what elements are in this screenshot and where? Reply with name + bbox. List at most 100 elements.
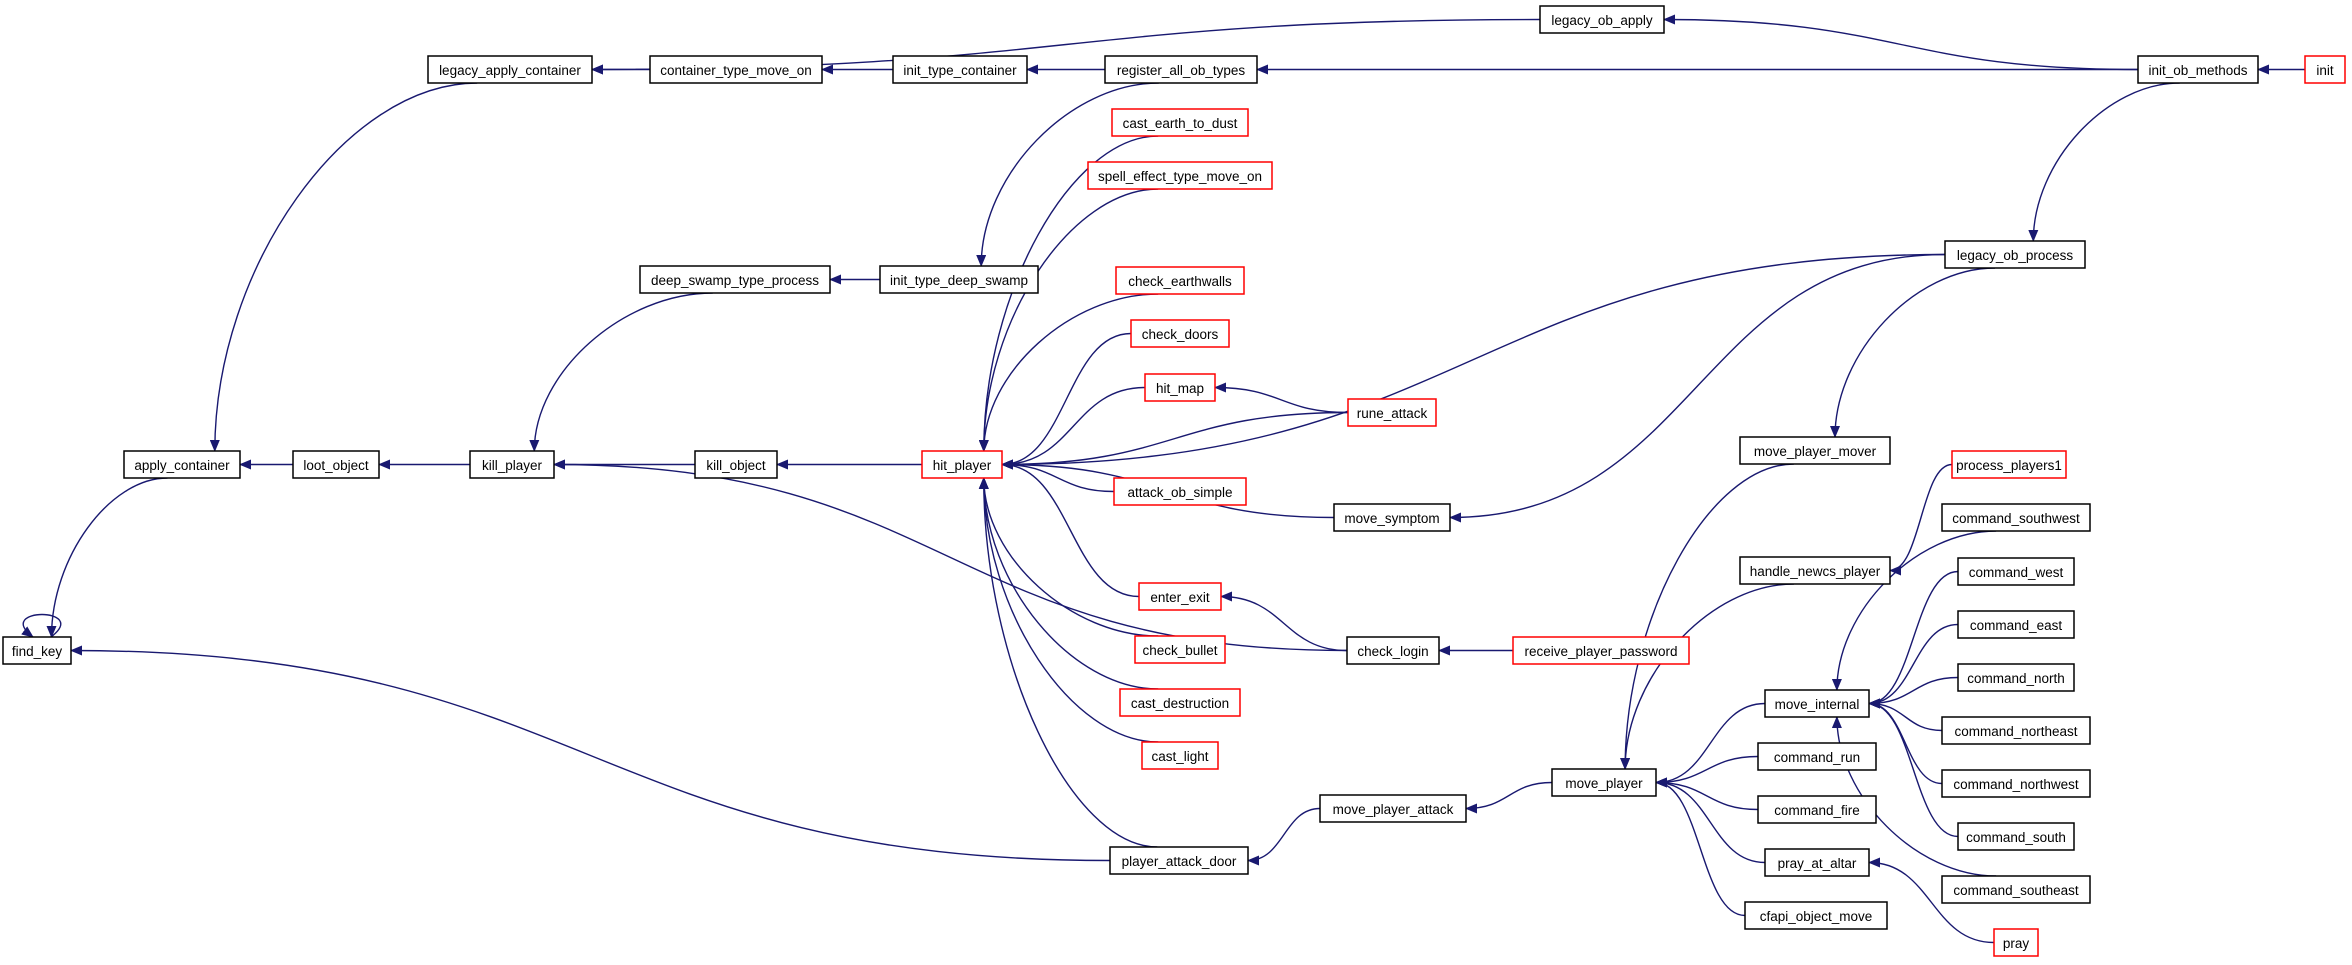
- node-cast_destruction[interactable]: cast_destruction: [1119, 688, 1241, 717]
- node-check_doors[interactable]: check_doors: [1130, 319, 1230, 348]
- edge-check_bullet-to-hit_player: [978, 477, 1159, 637]
- edge-rune_attack-to-hit_map: [1214, 382, 1349, 414]
- node-box-cast_earth_to_dust: [1111, 108, 1249, 137]
- node-check_login[interactable]: check_login: [1346, 636, 1440, 665]
- node-box-legacy_apply_container: [427, 55, 593, 84]
- node-box-command_west: [1957, 557, 2075, 586]
- node-command_southeast[interactable]: command_southeast: [1941, 875, 2091, 904]
- edge-check_doors-to-hit_player: [1001, 332, 1132, 470]
- node-command_northwest[interactable]: command_northwest: [1941, 769, 2091, 798]
- node-box-command_south: [1957, 822, 2075, 851]
- node-label-move_player_attack: move_player_attack: [1333, 802, 1454, 817]
- edge-attack_ob_simple-to-hit_player: [1001, 459, 1115, 493]
- node-label-init_ob_methods: init_ob_methods: [2148, 63, 2247, 78]
- node-legacy_ob_process[interactable]: legacy_ob_process: [1944, 240, 2086, 269]
- edge-cfapi_object_move-to-move_player: [1655, 777, 1746, 917]
- node-label-handle_newcs_player: handle_newcs_player: [1750, 564, 1881, 579]
- node-command_northeast[interactable]: command_northeast: [1941, 716, 2091, 745]
- node-move_symptom[interactable]: move_symptom: [1333, 503, 1451, 532]
- node-box-loot_object: [292, 450, 380, 479]
- edge-command_northeast-to-move_internal: [1868, 698, 1943, 732]
- node-pray[interactable]: pray: [1993, 928, 2039, 957]
- node-find_key[interactable]: find_key: [2, 636, 72, 665]
- node-rune_attack[interactable]: rune_attack: [1347, 398, 1437, 427]
- node-label-cfapi_object_move: cfapi_object_move: [1760, 909, 1873, 924]
- node-box-legacy_ob_apply: [1539, 5, 1665, 34]
- node-box-handle_newcs_player: [1739, 556, 1891, 585]
- node-pray_at_altar[interactable]: pray_at_altar: [1764, 848, 1870, 877]
- node-box-hit_player: [921, 450, 1003, 479]
- edge-apply_container-to-find_key: [46, 477, 168, 638]
- node-spell_effect_type_move_on[interactable]: spell_effect_type_move_on: [1087, 161, 1273, 190]
- node-apply_container[interactable]: apply_container: [123, 450, 241, 479]
- node-box-init: [2304, 55, 2346, 84]
- edge-move_player_attack-to-player_attack_door: [1247, 807, 1321, 866]
- node-player_attack_door[interactable]: player_attack_door: [1109, 846, 1249, 875]
- edge-command_south-to-move_internal: [1868, 698, 1959, 838]
- node-container_type_move_on[interactable]: container_type_move_on: [649, 55, 823, 84]
- edge-init_ob_methods-to-legacy_ob_process: [2028, 82, 2180, 242]
- node-init[interactable]: init: [2304, 55, 2346, 84]
- node-check_earthwalls[interactable]: check_earthwalls: [1115, 266, 1245, 295]
- edge-cast_light-to-hit_player: [978, 477, 1159, 743]
- node-move_internal[interactable]: move_internal: [1764, 689, 1870, 718]
- node-box-spell_effect_type_move_on: [1087, 161, 1273, 190]
- node-box-check_earthwalls: [1115, 266, 1245, 295]
- node-label-rune_attack: rune_attack: [1357, 406, 1428, 421]
- node-handle_newcs_player[interactable]: handle_newcs_player: [1739, 556, 1891, 585]
- node-command_west[interactable]: command_west: [1957, 557, 2075, 586]
- node-label-hit_player: hit_player: [933, 458, 992, 473]
- node-move_player_attack[interactable]: move_player_attack: [1319, 794, 1467, 823]
- node-box-check_doors: [1130, 319, 1230, 348]
- node-command_south[interactable]: command_south: [1957, 822, 2075, 851]
- node-cfapi_object_move[interactable]: cfapi_object_move: [1744, 901, 1888, 930]
- node-command_fire[interactable]: command_fire: [1757, 795, 1877, 824]
- node-cast_light[interactable]: cast_light: [1141, 741, 1219, 770]
- node-enter_exit[interactable]: enter_exit: [1138, 582, 1222, 611]
- node-label-legacy_ob_process: legacy_ob_process: [1957, 248, 2074, 263]
- node-legacy_apply_container[interactable]: legacy_apply_container: [427, 55, 593, 84]
- node-move_player[interactable]: move_player: [1551, 768, 1657, 797]
- node-hit_map[interactable]: hit_map: [1144, 373, 1216, 402]
- node-deep_swamp_type_process[interactable]: deep_swamp_type_process: [639, 265, 831, 294]
- node-legacy_ob_apply[interactable]: legacy_ob_apply: [1539, 5, 1665, 34]
- node-label-move_internal: move_internal: [1775, 697, 1860, 712]
- node-init_type_deep_swamp[interactable]: init_type_deep_swamp: [879, 265, 1039, 294]
- node-attack_ob_simple[interactable]: attack_ob_simple: [1113, 477, 1247, 506]
- edge-command_fire-to-move_player: [1655, 777, 1759, 811]
- node-process_players1[interactable]: process_players1: [1951, 450, 2067, 479]
- node-init_ob_methods[interactable]: init_ob_methods: [2137, 55, 2259, 84]
- node-kill_object[interactable]: kill_object: [694, 450, 778, 479]
- node-hit_player[interactable]: hit_player: [921, 450, 1003, 479]
- node-label-loot_object: loot_object: [303, 458, 369, 473]
- node-command_east[interactable]: command_east: [1957, 610, 2075, 639]
- node-cast_earth_to_dust[interactable]: cast_earth_to_dust: [1111, 108, 1249, 137]
- node-label-find_key: find_key: [12, 644, 63, 659]
- node-box-command_northeast: [1941, 716, 2091, 745]
- node-register_all_ob_types[interactable]: register_all_ob_types: [1104, 55, 1258, 84]
- node-receive_player_password[interactable]: receive_player_password: [1512, 636, 1690, 665]
- node-label-spell_effect_type_move_on: spell_effect_type_move_on: [1098, 169, 1262, 184]
- node-check_bullet[interactable]: check_bullet: [1134, 635, 1226, 664]
- node-label-process_players1: process_players1: [1956, 458, 2062, 473]
- edge-process_players1-to-handle_newcs_player: [1889, 463, 1953, 576]
- node-command_north[interactable]: command_north: [1957, 663, 2075, 692]
- node-label-enter_exit: enter_exit: [1150, 590, 1210, 605]
- node-box-move_symptom: [1333, 503, 1451, 532]
- node-label-move_symptom: move_symptom: [1344, 511, 1439, 526]
- node-box-command_north: [1957, 663, 2075, 692]
- edge-legacy_ob_process-to-move_player_mover: [1830, 267, 1996, 438]
- node-init_type_container[interactable]: init_type_container: [892, 55, 1028, 84]
- node-label-command_run: command_run: [1774, 750, 1860, 765]
- node-loot_object[interactable]: loot_object: [292, 450, 380, 479]
- node-kill_player[interactable]: kill_player: [469, 450, 555, 479]
- node-label-attack_ob_simple: attack_ob_simple: [1127, 485, 1232, 500]
- node-command_run[interactable]: command_run: [1757, 742, 1877, 771]
- node-label-move_player_mover: move_player_mover: [1754, 444, 1877, 459]
- node-label-pray: pray: [2003, 936, 2030, 951]
- nodes-layer: find_key apply_container loot_object kill_p…: [2, 5, 2346, 957]
- node-command_southwest[interactable]: command_southwest: [1941, 503, 2091, 532]
- node-move_player_mover[interactable]: move_player_mover: [1739, 436, 1891, 465]
- edge-player_attack_door-to-find_key: [70, 645, 1111, 862]
- edge-command_run-to-move_player: [1655, 755, 1759, 788]
